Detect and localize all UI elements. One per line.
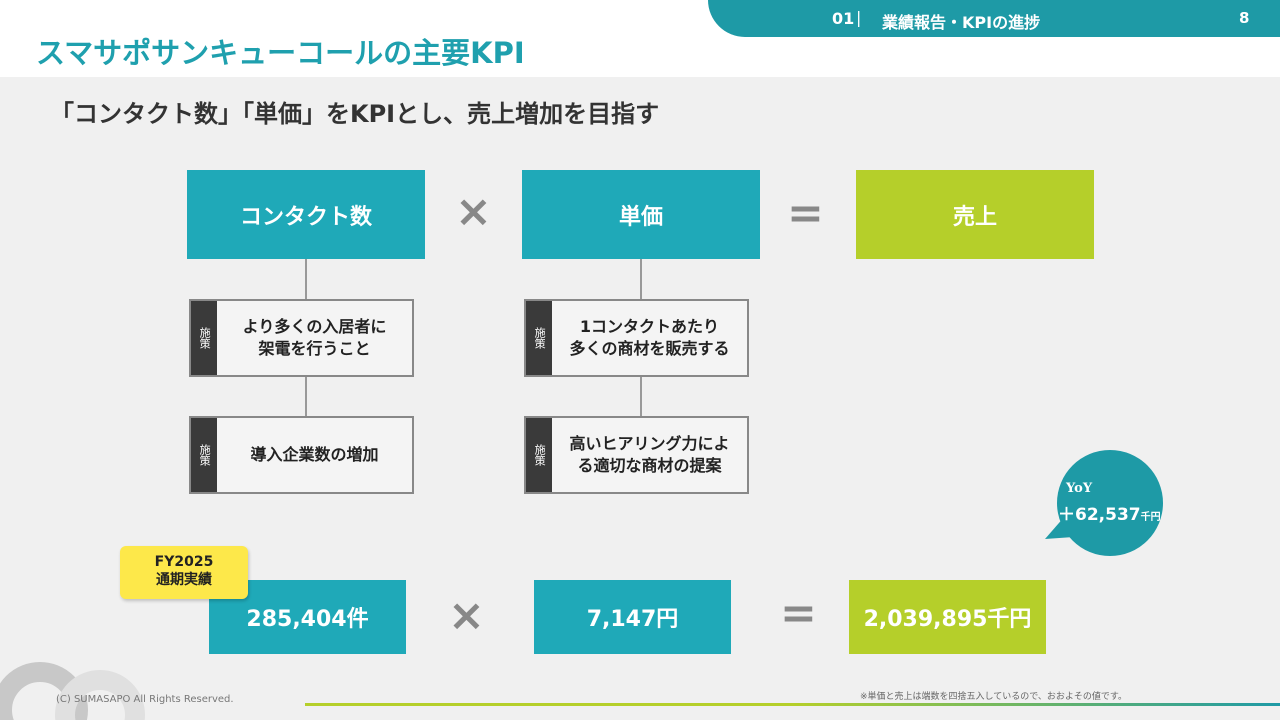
footnote: ※単価と売上は端数を四捨五入しているので、おおよその値です。: [860, 692, 1128, 702]
yoy-value: ＋62,537: [1058, 505, 1141, 525]
measure-label: 施策: [526, 418, 552, 492]
measure-label: 施策: [191, 418, 217, 492]
measure-box: 施策高いヒアリング力によ る適切な商材の提案: [524, 416, 749, 494]
company-logo: [0, 662, 145, 720]
footer-line: [305, 703, 1280, 706]
measure-label: 施策: [191, 301, 217, 375]
section-title: 業績報告・KPIの進捗: [882, 13, 1041, 32]
yoy-bubble: [1045, 450, 1163, 556]
section-divider: |: [856, 8, 862, 27]
unit-price-result: 7,147円: [534, 580, 731, 654]
copyright: (C) SUMASAPO All Rights Reserved.: [56, 694, 234, 705]
page-number: 8: [1239, 9, 1250, 27]
measure-box: 施策 1コンタクトあたり 多くの商材を販売する: [524, 299, 749, 377]
period-label: FY2025 通期実績: [120, 546, 248, 599]
page-title: スマサポサンキューコールの主要KPI: [36, 36, 525, 70]
measure-text: 導入企業数の増加: [250, 444, 379, 464]
equals-icon: =: [787, 188, 824, 239]
connector: [640, 259, 642, 299]
section-tab: 01 | 業績報告・KPIの進捗 8: [708, 0, 1280, 37]
kpi-contacts-box: コンタクト数: [187, 170, 425, 259]
kpi-unit-price-box: 単価: [522, 170, 760, 259]
measure-text: より多くの入居者に 架電を行うこと: [242, 316, 387, 358]
connector: [305, 377, 307, 416]
measure-box: 施策より多くの入居者に 架電を行うこと: [189, 299, 414, 377]
measure-text: 高いヒアリング力によ る適切な商材の提案: [569, 433, 730, 475]
yoy-label: YoY: [1066, 481, 1093, 496]
equals-icon: =: [780, 588, 817, 639]
section-number: 01: [832, 9, 855, 28]
page-subtitle: 「コンタクト数」「単価」をKPIとし、売上増加を目指す: [50, 100, 660, 128]
times-icon: ×: [448, 590, 485, 641]
connector: [640, 377, 642, 416]
measure-box: 施策 導入企業数の増加: [189, 416, 414, 494]
measure-text: 1コンタクトあたり 多くの商材を販売する: [569, 316, 730, 358]
kpi-sales-box: 売上: [856, 170, 1094, 259]
yoy-unit: 千円: [1140, 512, 1161, 523]
measure-label: 施策: [526, 301, 552, 375]
times-icon: ×: [455, 186, 492, 237]
connector: [305, 259, 307, 299]
sales-result: 2,039,895千円: [849, 580, 1046, 654]
